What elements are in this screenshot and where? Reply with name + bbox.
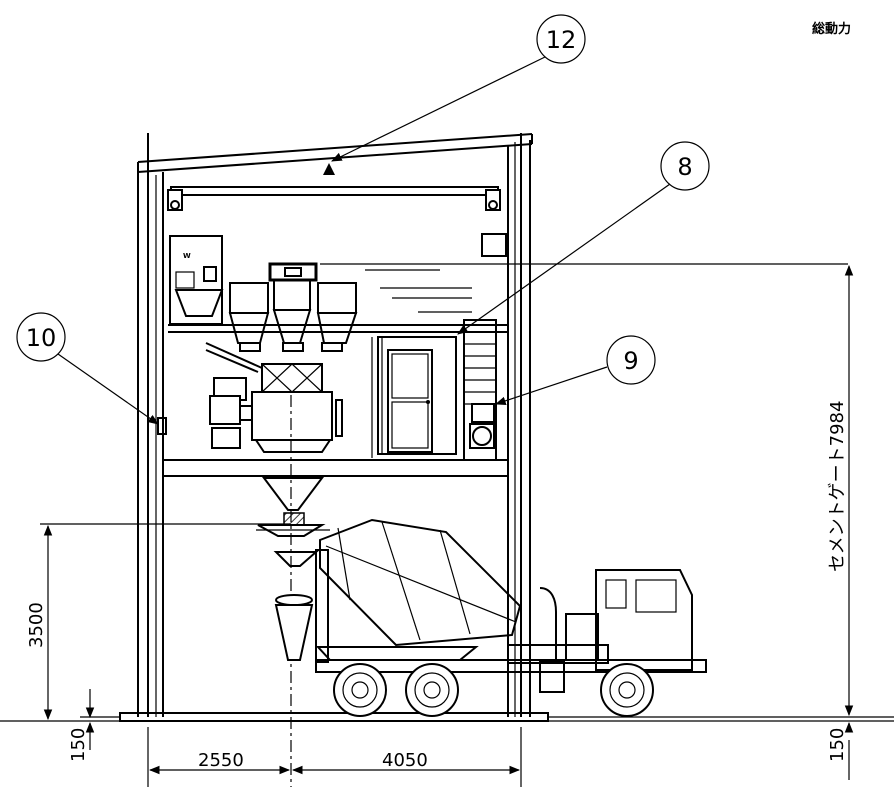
drawing-title: 総動力 (812, 21, 851, 37)
building-frame (0, 133, 894, 722)
callout-12-label: 12 (546, 26, 577, 54)
callout-10: 10 (16, 312, 159, 425)
chute-gate (283, 512, 305, 526)
dimension-lines (40, 264, 854, 787)
callout-9: 9 (494, 335, 656, 406)
callout-12: 12 (323, 14, 586, 175)
callout-9-label: 9 (623, 347, 638, 375)
dim-discharge-height: 3500 (26, 602, 47, 648)
dim-base-left: 150 (68, 728, 89, 762)
dim-right-width: 4050 (382, 750, 428, 771)
callout-10-label: 10 (26, 324, 57, 352)
equipment: W (157, 233, 848, 787)
callout-8: 8 (457, 141, 710, 335)
mixer-truck (274, 518, 707, 717)
hopper-w-label: W (183, 252, 191, 260)
dim-cement-gate-height: セメントゲート7984 (827, 401, 848, 572)
dim-left-width: 2550 (198, 750, 244, 771)
callout-8-label: 8 (677, 153, 692, 181)
dim-base-right: 150 (827, 728, 848, 762)
